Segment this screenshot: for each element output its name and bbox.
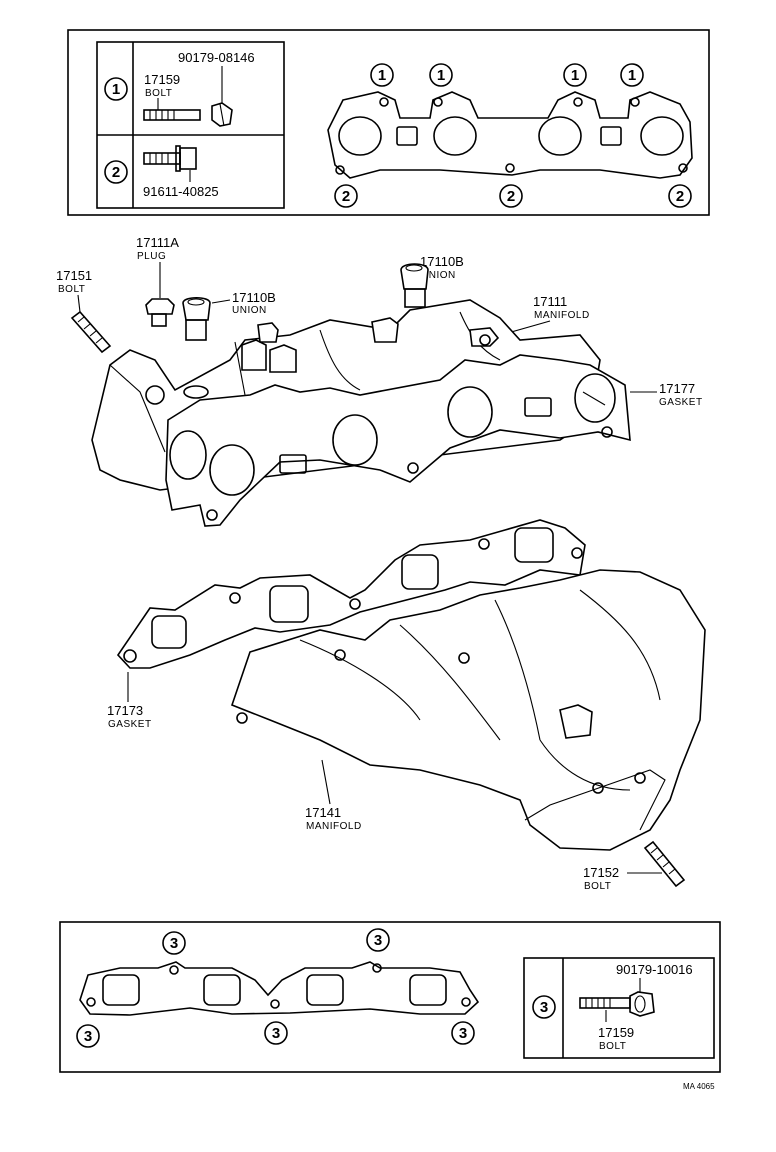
svg-text:3: 3 <box>374 932 382 949</box>
gasket-17173-label: GASKET <box>108 719 152 730</box>
flange-bolt-drawing <box>143 145 197 172</box>
bolt-17152-part-number: 17152 <box>583 865 619 880</box>
ref-circle-2: 2 <box>104 160 128 184</box>
bottom-part-17159-label: 17159 <box>598 1025 634 1040</box>
gasket-ref-2a: 2 <box>334 184 358 208</box>
bolt-17151-label: BOLT <box>58 284 85 295</box>
bottom-gasket-ref-3d: 3 <box>264 1021 288 1045</box>
intake-manifold-part-number: 17111 <box>533 294 567 309</box>
union-left-label: UNION <box>232 305 267 316</box>
intake-manifold-17111-drawing <box>91 299 631 527</box>
bottom-gasket-ref-3e: 3 <box>451 1021 475 1045</box>
part-17159-label: 17159 <box>144 72 180 87</box>
gasket-17177-label: GASKET <box>659 397 703 408</box>
bolt-17151-part-number: 17151 <box>56 268 92 283</box>
gasket-ref-1a: 1 <box>370 63 394 87</box>
bottom-gasket-ref-3b: 3 <box>366 928 390 952</box>
exhaust-manifold-label: MANIFOLD <box>306 821 362 832</box>
svg-text:3: 3 <box>170 935 178 952</box>
gasket-17177-part-number: 17177 <box>659 381 695 396</box>
bolt-label: BOLT <box>145 88 172 99</box>
bolt-17152-label: BOLT <box>584 881 611 892</box>
part-90179-08146-label: 90179-08146 <box>178 50 255 65</box>
svg-text:3: 3 <box>84 1028 92 1045</box>
part-90179-10016-label: 90179-10016 <box>616 962 693 977</box>
exhaust-gasket-detail <box>79 961 480 1016</box>
svg-text:3: 3 <box>459 1025 467 1042</box>
bottom-bolt-label: BOLT <box>599 1041 626 1052</box>
bottom-reference-box: 3 3 3 3 3 3 90179-10016 17159 BOLT <box>59 921 721 1073</box>
bottom-nut-drawing <box>629 991 655 1017</box>
bolt-17151-drawing <box>70 310 112 354</box>
svg-text:1: 1 <box>628 67 636 84</box>
bottom-gasket-ref-3a: 3 <box>162 931 186 955</box>
union-17110b-right-drawing <box>400 263 429 308</box>
gasket-ref-2b: 2 <box>499 184 523 208</box>
bottom-detail-ref-3: 3 <box>532 995 556 1019</box>
svg-text:2: 2 <box>342 188 350 205</box>
bottom-bolt-drawing <box>579 997 631 1009</box>
diagram-code: MA 4065 <box>683 1082 715 1091</box>
plug-17111a-drawing <box>145 298 175 327</box>
union-right-part-number: 17110B <box>420 254 464 269</box>
bolt-17152-drawing <box>643 840 686 888</box>
svg-text:3: 3 <box>272 1025 280 1042</box>
svg-text:2: 2 <box>507 188 515 205</box>
gasket-ref-2c: 2 <box>668 184 692 208</box>
bottom-gasket-ref-3c: 3 <box>76 1024 100 1048</box>
bolt-17159-drawing <box>143 109 201 121</box>
svg-text:2: 2 <box>112 164 120 181</box>
svg-text:1: 1 <box>437 67 445 84</box>
gasket-ref-1d: 1 <box>620 63 644 87</box>
part-91611-40825-label: 91611-40825 <box>143 184 219 199</box>
plug-part-number: 17111A <box>136 235 179 250</box>
union-left-part-number: 17110B <box>232 290 276 305</box>
svg-text:1: 1 <box>571 67 579 84</box>
svg-text:2: 2 <box>676 188 684 205</box>
exhaust-manifold-17141-drawing <box>230 569 706 851</box>
intake-gasket-detail <box>327 91 693 179</box>
plug-label: PLUG <box>137 251 166 262</box>
exhaust-gasket-17173-drawing <box>116 519 586 669</box>
nut-drawing <box>211 102 233 127</box>
gasket-17173-part-number: 17173 <box>107 703 143 718</box>
gasket-ref-1c: 1 <box>563 63 587 87</box>
svg-text:1: 1 <box>378 67 386 84</box>
union-right-label: UNION <box>421 270 456 281</box>
intake-manifold-label: MANIFOLD <box>534 310 590 321</box>
svg-text:1: 1 <box>112 81 120 98</box>
svg-text:3: 3 <box>540 999 548 1016</box>
top-reference-box: 1 2 90179-08146 17159 BOLT 9161 <box>67 29 710 216</box>
gasket-ref-1b: 1 <box>429 63 453 87</box>
ref-circle-1: 1 <box>104 77 128 101</box>
union-17110b-left-drawing <box>182 296 211 341</box>
exhaust-manifold-part-number: 17141 <box>305 805 341 820</box>
